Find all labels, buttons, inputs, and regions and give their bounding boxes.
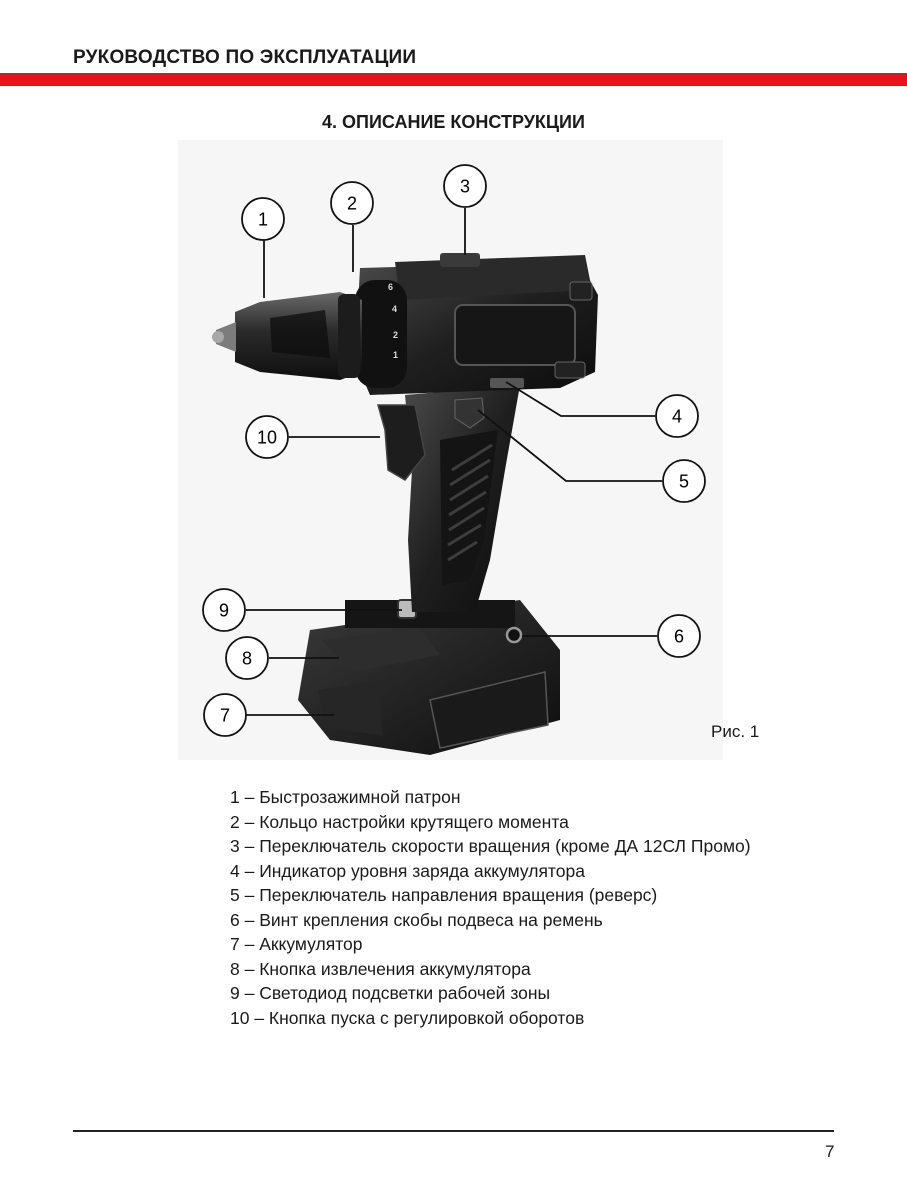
callout-9: 9	[202, 588, 246, 632]
legend-item: 3 – Переключатель скорости вращения (кро…	[230, 836, 751, 856]
svg-text:6: 6	[388, 282, 393, 292]
svg-text:5: 5	[679, 472, 689, 492]
legend-item: 1 – Быстрозажимной патрон	[230, 787, 461, 807]
svg-text:4: 4	[392, 304, 397, 314]
section-title: 4. ОПИСАНИЕ КОНСТРУКЦИИ	[322, 112, 585, 132]
callout-7: 7	[203, 693, 247, 737]
legend-item: 10 – Кнопка пуска с регулировкой оборото…	[230, 1007, 585, 1028]
callout-8: 8	[225, 636, 269, 680]
manual-header-title: РУКОВОДСТВО ПО ЭКСПЛУАТАЦИИ	[73, 47, 417, 68]
drill-figure: 6 4 2 1	[150, 140, 830, 770]
callout-5: 5	[662, 459, 706, 503]
svg-text:6: 6	[674, 627, 684, 647]
legend-item: 4 – Индикатор уровня заряда аккумулятора	[230, 860, 585, 881]
drill-handle	[377, 385, 520, 612]
footer-divider	[73, 1130, 834, 1132]
legend-item: 9 – Светодиод подсветки рабочей зоны	[230, 983, 551, 1003]
page-number: 7	[825, 1142, 835, 1161]
drill-illustration: 6 4 2 1	[178, 140, 723, 760]
legend-item: 7 – Аккумулятор	[230, 934, 363, 954]
svg-text:4: 4	[672, 407, 682, 427]
svg-text:1: 1	[393, 350, 398, 360]
legend-item: 8 – Кнопка извлечения аккумулятора	[230, 958, 531, 979]
svg-text:2: 2	[393, 330, 398, 340]
parts-legend: 1 – Быстрозажимной патрон 2 – Кольцо нас…	[230, 785, 751, 1030]
legend-item: 5 – Переключатель направления вращения (…	[230, 885, 658, 905]
callout-2: 2	[330, 181, 374, 225]
svg-text:3: 3	[460, 177, 470, 197]
callout-1: 1	[241, 197, 285, 241]
callout-3: 3	[443, 164, 487, 208]
svg-text:7: 7	[220, 706, 230, 726]
header-red-bar	[0, 73, 907, 86]
svg-text:10: 10	[257, 428, 277, 448]
svg-text:2: 2	[347, 194, 357, 214]
callout-leaders	[246, 208, 662, 716]
svg-text:9: 9	[219, 601, 229, 621]
callout-10: 10	[245, 415, 289, 459]
legend-item: 6 – Винт крепления скобы подвеса на реме…	[230, 909, 603, 930]
torque-ring: 6 4 2 1	[355, 280, 407, 388]
svg-text:8: 8	[242, 649, 252, 669]
callout-4: 4	[655, 394, 699, 438]
callout-6: 6	[657, 614, 701, 658]
legend-item: 2 – Кольцо настройки крутящего момента	[230, 811, 569, 832]
drill-housing	[355, 253, 598, 395]
chuck	[212, 292, 362, 380]
figure-caption: Рис. 1	[711, 722, 760, 741]
svg-text:1: 1	[258, 210, 268, 230]
callout-markers: 1 2 3 4 5 6 7	[202, 164, 706, 737]
